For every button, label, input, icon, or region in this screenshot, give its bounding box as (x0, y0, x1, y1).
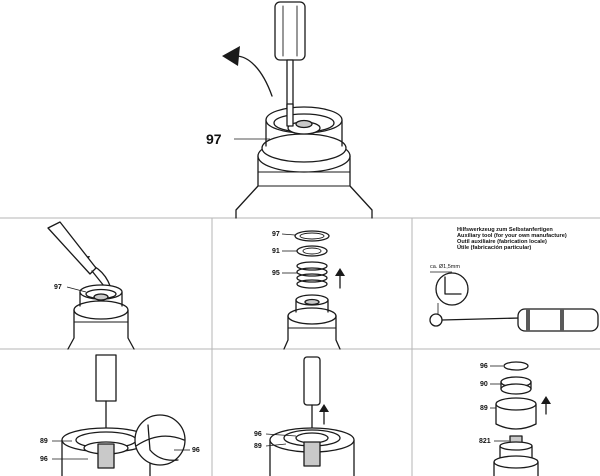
tool-handle (517, 308, 599, 332)
part-label-96-detail: 96 (192, 447, 200, 454)
sleeve-walls (265, 119, 343, 147)
spindle-tip (295, 119, 313, 129)
inner-spindle (304, 298, 320, 306)
magnified-detail (435, 272, 469, 306)
handle-band (560, 309, 564, 331)
outer-ring (287, 307, 337, 325)
part-label-96: 96 (254, 431, 262, 438)
arrow-head-icon (335, 268, 345, 276)
part-label-821: 821 (479, 438, 491, 445)
sleeve-89 (495, 403, 537, 430)
part-label-89: 89 (254, 443, 262, 450)
leader-line (265, 433, 297, 437)
outer-ring (261, 133, 347, 163)
aux-tool-line-es: Útile (fabricación particular) (457, 244, 531, 251)
rotation-arrow-icon (235, 55, 273, 97)
arrow-head-icon (541, 396, 551, 404)
housing-body (235, 155, 373, 219)
circlip-edge-detail (135, 435, 185, 447)
screwdriver-handle (274, 1, 306, 61)
ring-90-bottom (500, 383, 532, 395)
aux-tool-line-de: Hilfswerkzeug zum Selbstanfertigen (457, 227, 553, 233)
arrow-head-icon (319, 404, 329, 412)
spindle (97, 443, 115, 469)
aux-tool-line-fr: Outil auxiliaire (fabrication locale) (457, 239, 547, 245)
step-3-panel: 97 91 95 (272, 230, 345, 350)
circlip-96 (503, 361, 529, 371)
step-2-panel: 97 (47, 221, 135, 350)
washer-91 (296, 245, 328, 257)
dimension-label: ca. Ø1,5mm (430, 264, 460, 270)
step-6-panel: 96 89 (254, 356, 355, 476)
housing-body (283, 315, 341, 350)
part-label-97: 97 (206, 131, 222, 147)
step-1-panel: 97 (206, 1, 373, 219)
spindle-flange (499, 441, 533, 451)
spindle (303, 441, 321, 467)
tool-tip-ring (429, 313, 443, 327)
spring-95 (296, 261, 328, 289)
step-5-panel: 89 96 96 (40, 354, 200, 476)
washer-inner (302, 247, 322, 255)
handle-band (526, 309, 530, 331)
part-label-91: 91 (272, 248, 280, 255)
arrow-head-icon (222, 46, 240, 66)
sleeve-89-top (495, 397, 537, 411)
screwdriver-shaft (91, 270, 105, 287)
sleeve-walls (295, 299, 329, 313)
leader-line (281, 233, 296, 236)
part-label-90: 90 (480, 381, 488, 388)
magnified-detail (134, 414, 186, 466)
leader-line (66, 286, 87, 293)
aux-tool-line-en: Auxiliary tool (for your own manufacture… (457, 233, 567, 239)
leader-line (265, 443, 287, 447)
part-label-89: 89 (480, 405, 488, 412)
part-label-96: 96 (40, 456, 48, 463)
housing-body (493, 461, 539, 476)
tool-shaft (441, 317, 521, 321)
inner-spindle (93, 293, 109, 301)
sleeve-walls (79, 291, 123, 307)
screwdriver-tip (286, 103, 294, 127)
outer-ring (73, 300, 129, 320)
bent-tip-detail (444, 276, 462, 295)
panel-grid (0, 217, 600, 476)
part-label-89: 89 (40, 438, 48, 445)
socket-tool (95, 354, 117, 402)
part-label-96: 96 (480, 363, 488, 370)
circlip-inner (299, 232, 325, 240)
pick-tip-detail (147, 424, 179, 461)
housing-body (67, 309, 135, 350)
part-label-97: 97 (54, 284, 62, 291)
part-label-95: 95 (272, 270, 280, 277)
housing-top (493, 455, 539, 469)
step-7-panel: 96 90 89 821 (479, 361, 551, 476)
part-label-97: 97 (272, 231, 280, 238)
screwdriver-handle (47, 221, 97, 275)
screwdriver-handle (303, 356, 321, 406)
step-4-panel: Hilfswerkzeug zum Selbstanfertigen Auxil… (429, 227, 599, 332)
